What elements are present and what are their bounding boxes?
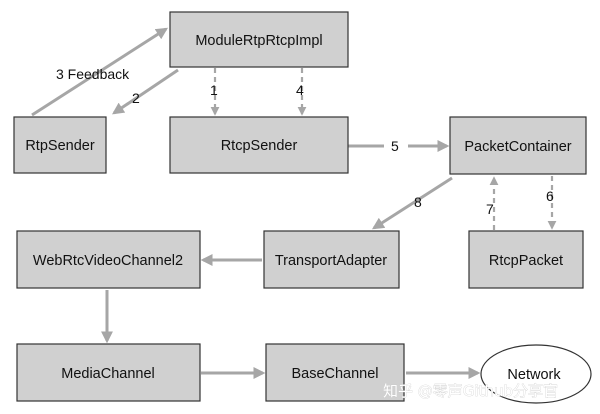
edge-feedback bbox=[31, 27, 169, 117]
node-label-network: Network bbox=[507, 367, 561, 383]
node-media-channel: MediaChannel bbox=[16, 343, 201, 402]
node-label-transport-adapter: TransportAdapter bbox=[275, 253, 387, 269]
edge-label-2: 2 bbox=[132, 90, 140, 106]
edge-label-feedback: 3 Feedback bbox=[56, 66, 130, 82]
edge-label-8: 8 bbox=[414, 194, 422, 210]
node-module-rtp-rtcp-impl: ModuleRtpRtcpImpl bbox=[169, 11, 349, 68]
node-rtp-sender: RtpSender bbox=[13, 116, 107, 174]
node-network: Network bbox=[480, 344, 592, 404]
edge-2 bbox=[112, 68, 179, 115]
node-label-webrtc-video-channel2: WebRtcVideoChannel2 bbox=[33, 253, 183, 269]
node-label-rtcp-sender: RtcpSender bbox=[221, 138, 298, 154]
node-transport-adapter: TransportAdapter bbox=[263, 230, 400, 289]
node-rtcp-packet: RtcpPacket bbox=[468, 230, 584, 289]
node-label-rtcp-packet: RtcpPacket bbox=[489, 253, 563, 269]
edge-label-5: 5 bbox=[391, 138, 399, 154]
watermark-text: 知乎 @零声Github分享官 bbox=[383, 382, 558, 400]
edge-8 bbox=[371, 176, 453, 230]
edge-label-4: 4 bbox=[296, 82, 304, 98]
node-base-channel: BaseChannel bbox=[265, 343, 405, 402]
edge-label-6: 6 bbox=[546, 188, 554, 204]
node-label-module-rtp-rtcp-impl: ModuleRtpRtcpImpl bbox=[195, 33, 322, 49]
node-packet-container: PacketContainer bbox=[449, 116, 587, 175]
node-webrtc-video-channel2: WebRtcVideoChannel2 bbox=[16, 230, 201, 289]
node-label-rtp-sender: RtpSender bbox=[25, 138, 94, 154]
edge-label-7: 7 bbox=[486, 201, 494, 217]
node-rtcp-sender: RtcpSender bbox=[169, 116, 349, 174]
node-label-media-channel: MediaChannel bbox=[61, 366, 155, 382]
edge-label-1: 1 bbox=[210, 82, 218, 98]
node-label-base-channel: BaseChannel bbox=[291, 366, 378, 382]
node-label-packet-container: PacketContainer bbox=[464, 139, 571, 155]
